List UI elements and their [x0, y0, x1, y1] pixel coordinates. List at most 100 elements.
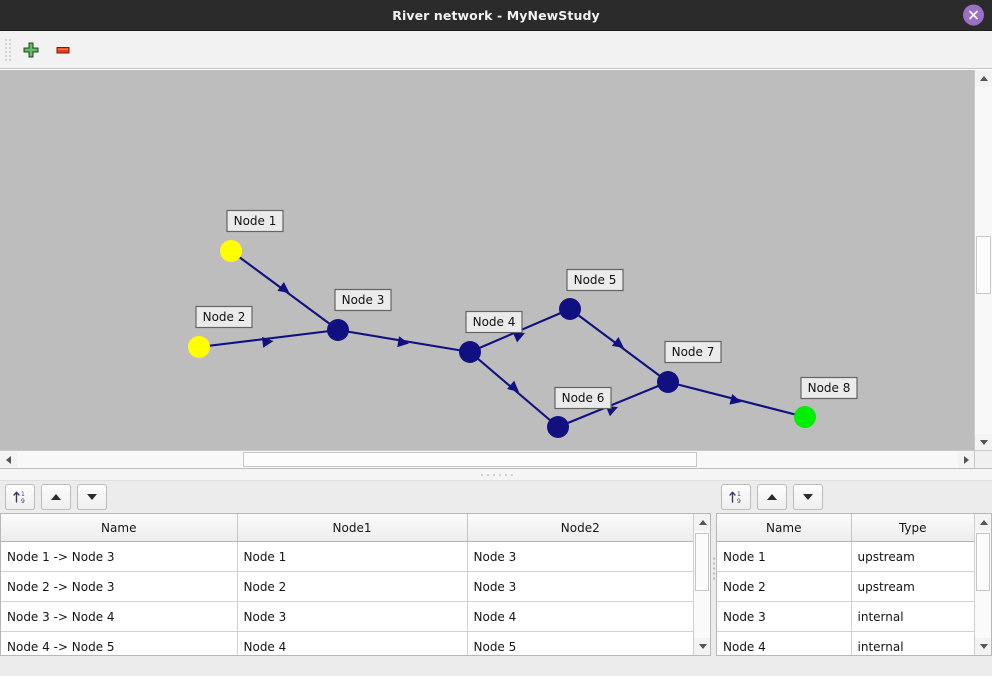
nodes-cell[interactable]: Node 1 — [717, 541, 852, 572]
node-circle[interactable] — [794, 406, 816, 428]
nodes-scroll-track[interactable] — [975, 531, 991, 638]
scroll-right-arrow-icon[interactable] — [958, 451, 975, 468]
branches-scroll-thumb[interactable] — [695, 533, 709, 591]
branches-move-up-button[interactable] — [41, 484, 71, 510]
nodes-column-header[interactable]: Name — [717, 514, 852, 542]
branches-column-header[interactable]: Node2 — [467, 514, 693, 542]
canvas-hscroll-thumb[interactable] — [242, 452, 697, 467]
nodes-vertical-scrollbar[interactable] — [974, 514, 991, 655]
branches-cell[interactable]: Node 4 -> Node 5 — [1, 631, 238, 655]
branches-column-header[interactable]: Name — [1, 514, 238, 542]
branches-scroll-down-arrow-icon[interactable] — [694, 638, 710, 655]
nodes-cell[interactable]: internal — [851, 601, 974, 632]
nodes-column-header[interactable]: Type — [851, 514, 974, 542]
scroll-up-arrow-icon[interactable] — [975, 70, 992, 87]
remove-node-button[interactable] — [47, 35, 79, 65]
vertical-splitter[interactable] — [711, 481, 716, 656]
graph-node[interactable]: Node 6 — [547, 386, 612, 439]
branches-cell[interactable]: Node 5 — [467, 631, 693, 655]
graph-edge[interactable] — [667, 380, 806, 419]
nodes-move-down-button[interactable] — [793, 484, 823, 510]
branches-cell[interactable]: Node 3 — [237, 601, 468, 632]
canvas-vscroll-track[interactable] — [975, 87, 992, 434]
node-label-box[interactable] — [664, 340, 722, 364]
node-label-box[interactable] — [566, 268, 624, 292]
nodes-scroll-up-arrow-icon[interactable] — [975, 514, 991, 531]
canvas-hscroll-track[interactable] — [17, 451, 958, 468]
canvas-vertical-scrollbar[interactable] — [974, 70, 992, 451]
branches-cell[interactable]: Node 2 — [237, 571, 468, 602]
branches-cell[interactable]: Node 1 — [237, 541, 468, 572]
nodes-move-up-button[interactable] — [757, 484, 787, 510]
branches-cell[interactable]: Node 4 — [467, 601, 693, 632]
node-circle[interactable] — [547, 416, 569, 438]
graph-node[interactable]: Node 8 — [794, 376, 858, 429]
nodes-sort-button[interactable]: 1 9 — [721, 484, 751, 510]
branches-cell[interactable]: Node 3 — [467, 541, 693, 572]
node-circle[interactable] — [188, 336, 210, 358]
graph-node[interactable]: Node 7 — [657, 340, 722, 394]
graph-edge[interactable] — [198, 328, 339, 349]
nodes-scroll-down-arrow-icon[interactable] — [975, 638, 991, 655]
graph-node[interactable]: Node 3 — [327, 288, 392, 342]
node-label-box[interactable] — [195, 305, 253, 329]
branches-sort-button[interactable]: 1 9 — [5, 484, 35, 510]
canvas-horizontal-scrollbar[interactable] — [0, 450, 975, 468]
nodes-scroll-thumb[interactable] — [976, 533, 990, 591]
scroll-down-arrow-icon[interactable] — [975, 434, 992, 451]
branches-column-header[interactable]: Node1 — [237, 514, 468, 542]
graph-edge[interactable] — [469, 351, 559, 428]
node-label-box[interactable] — [334, 288, 392, 312]
node-circle[interactable] — [327, 319, 349, 341]
node-circle[interactable] — [459, 341, 481, 363]
close-icon[interactable] — [963, 4, 984, 26]
graph-node[interactable]: Node 2 — [188, 305, 253, 359]
toolbar-grip[interactable] — [4, 37, 12, 62]
branches-vertical-scrollbar[interactable] — [693, 514, 710, 655]
branches-cell[interactable]: Node 2 -> Node 3 — [1, 571, 238, 602]
node-circle[interactable] — [559, 298, 581, 320]
branches-scroll-up-arrow-icon[interactable] — [694, 514, 710, 531]
graph-node[interactable]: Node 5 — [559, 268, 624, 321]
node-label-box[interactable] — [800, 376, 858, 400]
horizontal-splitter[interactable] — [0, 468, 992, 481]
graph-edge[interactable] — [569, 308, 669, 383]
nodes-cell[interactable]: upstream — [851, 541, 974, 572]
node-circle[interactable] — [220, 240, 242, 262]
node-label-box[interactable] — [465, 310, 523, 334]
river-network-graph[interactable]: Node 1 Node 2 Node 3 Node 4 Node 5 Node 6 Node… — [0, 70, 975, 468]
branches-cell[interactable]: Node 3 — [467, 571, 693, 602]
node-label-box[interactable] — [554, 386, 612, 410]
nodes-cell[interactable]: upstream — [851, 571, 974, 602]
branches-scroll-track[interactable] — [694, 531, 710, 638]
graph-edge[interactable] — [337, 328, 471, 354]
graph-node[interactable]: Node 4 — [459, 310, 523, 364]
branches-cell[interactable]: Node 1 -> Node 3 — [1, 541, 238, 572]
canvas-vscroll-thumb[interactable] — [976, 236, 991, 294]
scroll-left-arrow-icon[interactable] — [0, 451, 17, 468]
nodes-cell[interactable]: Node 2 — [717, 571, 852, 602]
graph-edge[interactable] — [230, 250, 339, 331]
node-circle[interactable] — [657, 371, 679, 393]
node-label-box[interactable] — [226, 209, 284, 233]
branches-toolbar: 1 9 — [0, 481, 711, 513]
nodes-cell[interactable]: Node 3 — [717, 601, 852, 632]
branches-cell[interactable]: Node 3 -> Node 4 — [1, 601, 238, 632]
add-node-button[interactable] — [15, 35, 47, 65]
nodes-cell[interactable]: internal — [851, 631, 974, 655]
nodes-cell[interactable]: Node 4 — [717, 631, 852, 655]
branches-move-down-button[interactable] — [77, 484, 107, 510]
graph-node[interactable]: Node 1 — [220, 209, 284, 263]
branches-cell[interactable]: Node 4 — [237, 631, 468, 655]
